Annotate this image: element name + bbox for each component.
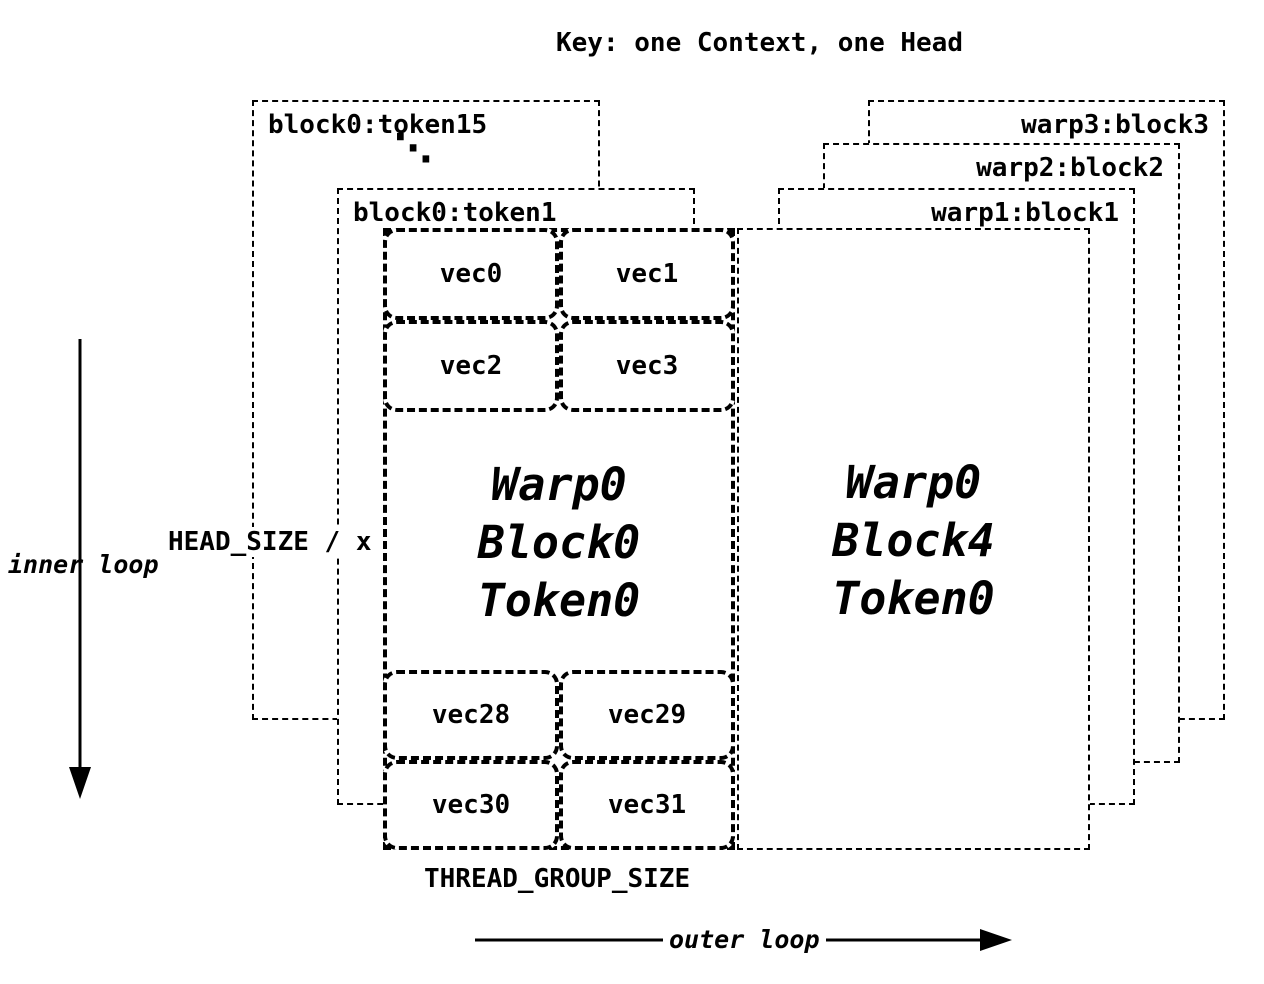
outer-loop-label: outer loop — [663, 925, 826, 954]
inner-loop-label: inner loop — [8, 550, 159, 579]
right-stack-label-warp1: warp1:block1 — [931, 198, 1119, 228]
right-block: Warp0 Block4 Token0 — [737, 228, 1090, 850]
right-caption-line2: Block4 — [832, 514, 995, 567]
diagram-title: Key: one Context, one Head — [556, 28, 963, 58]
vec-cell: vec3 — [559, 320, 735, 412]
right-block-caption: Warp0 Block4 Token0 — [739, 454, 1088, 628]
vec-cell: vec29 — [559, 670, 735, 760]
vec-cell: vec1 — [559, 228, 735, 320]
vec-cell: vec2 — [383, 320, 559, 412]
main-caption-line2: Block0 — [477, 516, 641, 569]
right-caption-line3: Token0 — [832, 572, 995, 625]
main-caption-line1: Warp0 — [491, 458, 627, 511]
vec-cell: vec30 — [383, 760, 559, 850]
left-stack-back-label: block0:token15 — [268, 110, 488, 140]
vec-cell: vec0 — [383, 228, 559, 320]
stack-ellipsis-icon: ⋱ — [394, 126, 432, 170]
main-caption-line3: Token0 — [477, 574, 641, 627]
right-stack-label-warp3: warp3:block3 — [1021, 110, 1209, 140]
vec-cell: vec28 — [383, 670, 559, 760]
bottom-vec-grid: vec28 vec29 vec30 vec31 — [383, 670, 735, 850]
right-stack-label-warp2: warp2:block2 — [976, 153, 1164, 183]
vec-cell: vec31 — [559, 760, 735, 850]
head-size-label: HEAD_SIZE / x — [166, 527, 374, 557]
main-block-caption: Warp0 Block0 Token0 — [387, 456, 731, 630]
left-stack-front-label: block0:token1 — [353, 198, 557, 228]
right-caption-line1: Warp0 — [845, 456, 982, 509]
main-block: vec0 vec1 vec2 vec3 Warp0 Block0 Token0 … — [383, 228, 735, 850]
top-vec-grid: vec0 vec1 vec2 vec3 — [383, 228, 735, 412]
inner-loop-down-arrow-icon — [69, 339, 91, 799]
thread-group-size-label: THREAD_GROUP_SIZE — [424, 864, 691, 894]
